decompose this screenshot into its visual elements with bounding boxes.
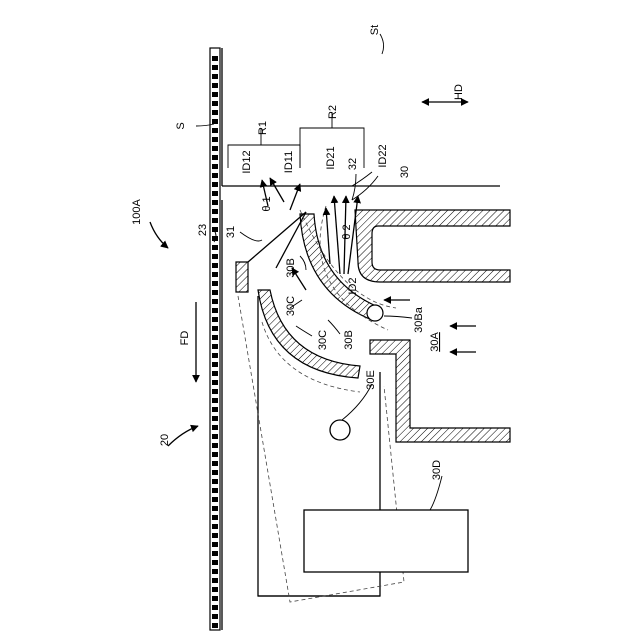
belt-segment (212, 506, 218, 511)
belt-segment (212, 209, 218, 214)
belt-segment (212, 290, 218, 295)
belt-segment (212, 335, 218, 340)
belt-segment (212, 407, 218, 412)
label-id2: ID2 (347, 277, 359, 294)
belt-segment (212, 344, 218, 349)
belt-segment (212, 578, 218, 583)
belt-segment (212, 119, 218, 124)
belt-segment (212, 488, 218, 493)
belt-segment (212, 92, 218, 97)
label-id12: ID12 (241, 150, 253, 173)
belt-segment (212, 497, 218, 502)
belt-segment (212, 470, 218, 475)
belt-segment (212, 389, 218, 394)
belt-segment (212, 56, 218, 61)
belt-segment (212, 101, 218, 106)
belt-segment (212, 83, 218, 88)
belt-segment (212, 326, 218, 331)
belt-segment (212, 515, 218, 520)
component-30e (330, 420, 350, 440)
belt-segment (212, 128, 218, 133)
component-30d (304, 510, 468, 572)
belt-segment (212, 218, 218, 223)
belt-segment (212, 191, 218, 196)
belt-segment (212, 281, 218, 286)
label-100a: 100A (131, 198, 143, 224)
label-theta2: θ 2 (341, 224, 353, 239)
label-st: St (369, 25, 381, 35)
belt-segment (212, 362, 218, 367)
belt-segment (212, 308, 218, 313)
belt-segment (212, 605, 218, 610)
belt-segment (212, 542, 218, 547)
belt-segment (212, 353, 218, 358)
belt-segment (212, 596, 218, 601)
label-theta1: θ 1 (261, 196, 273, 211)
label-30c-bot: 30C (317, 330, 329, 350)
belt-segment (212, 533, 218, 538)
belt-segment (212, 164, 218, 169)
belt-segment (212, 173, 218, 178)
belt-segment (212, 254, 218, 259)
belt-segment (212, 74, 218, 79)
label-30c-top: 30C (285, 296, 297, 316)
label-31: 31 (225, 226, 237, 238)
belt-segment (212, 560, 218, 565)
nozzle-31 (236, 212, 306, 292)
label-23: 23 (197, 224, 209, 236)
belt-segment (212, 200, 218, 205)
label-hd: HD (453, 84, 465, 100)
belt-segment (212, 65, 218, 70)
label-s: S (175, 122, 187, 129)
upper-duct (355, 210, 510, 282)
label-30b-bot: 30B (343, 330, 355, 350)
belt-segment (212, 461, 218, 466)
belt-segment (212, 569, 218, 574)
belt-segment (212, 155, 218, 160)
label-id21: ID21 (325, 146, 337, 169)
label-30a: 30A (429, 332, 441, 352)
belt-segment (212, 479, 218, 484)
belt-segment (212, 614, 218, 619)
label-32: 32 (347, 158, 359, 170)
belt-segment (212, 299, 218, 304)
belt-segment (212, 551, 218, 556)
label-30d: 30D (431, 460, 443, 480)
belt-segment (212, 245, 218, 250)
belt-segment (212, 263, 218, 268)
belt-segment (212, 623, 218, 628)
label-20: 20 (159, 434, 171, 446)
label-30: 30 (399, 166, 411, 178)
label-fd: FD (179, 331, 191, 346)
label-30b-top: 30B (285, 258, 297, 278)
belt-segment (212, 182, 218, 187)
label-30ba: 30Ba (413, 306, 425, 333)
belt-segment (212, 380, 218, 385)
label-30e: 30E (365, 370, 377, 390)
label-id11: ID11 (283, 151, 295, 173)
belt-segment (212, 425, 218, 430)
belt-segment (212, 317, 218, 322)
belt-segment (212, 146, 218, 151)
belt-segment (212, 587, 218, 592)
label-r1: R1 (257, 121, 269, 135)
labels: St S R1 R2 HD ID12 ID11 ID21 32 ID22 30 … (131, 25, 465, 480)
belt-strip (210, 48, 220, 630)
belt-segment (212, 137, 218, 142)
label-r2: R2 (327, 105, 339, 119)
belt-segment (212, 371, 218, 376)
belt-segment (212, 272, 218, 277)
label-id22: ID22 (377, 144, 389, 167)
belt-segment (212, 524, 218, 529)
lower-duct (370, 340, 510, 442)
belt-segment (212, 443, 218, 448)
belt-segment (212, 434, 218, 439)
belt-segment (212, 416, 218, 421)
belt-segment (212, 110, 218, 115)
belt-segment (212, 398, 218, 403)
belt-segment (212, 452, 218, 457)
